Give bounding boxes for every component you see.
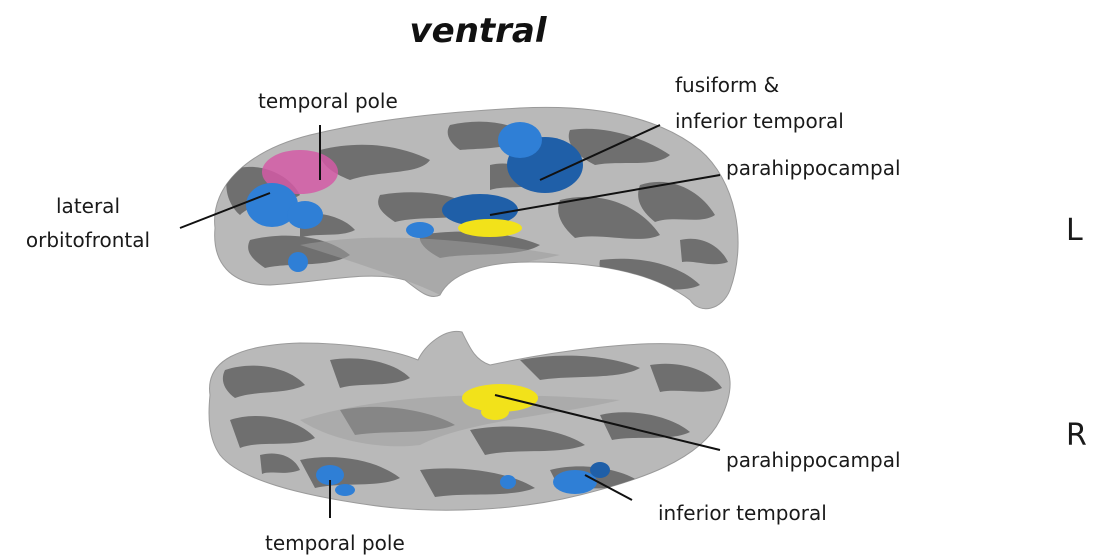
label-parahippocampal-right: parahippocampal — [726, 448, 901, 472]
label-lateral-orbitofrontal-line2: orbitofrontal — [26, 228, 150, 252]
label-parahippocampal-left: parahippocampal — [726, 156, 901, 180]
hemisphere-label-right: R — [1066, 418, 1087, 453]
left-hemisphere — [215, 107, 738, 308]
right-hemisphere — [209, 331, 730, 510]
label-fusiform-line2: inferior temporal — [675, 109, 844, 133]
label-inferior-temporal-right: inferior temporal — [658, 501, 827, 525]
label-fusiform-line1: fusiform & — [675, 73, 779, 97]
hemisphere-label-left: L — [1066, 213, 1083, 248]
figure-title: ventral — [409, 11, 547, 51]
label-temporal-pole-right: temporal pole — [265, 531, 405, 555]
label-temporal-pole-left: temporal pole — [258, 89, 398, 113]
label-lateral-orbitofrontal-line1: lateral — [56, 194, 120, 218]
